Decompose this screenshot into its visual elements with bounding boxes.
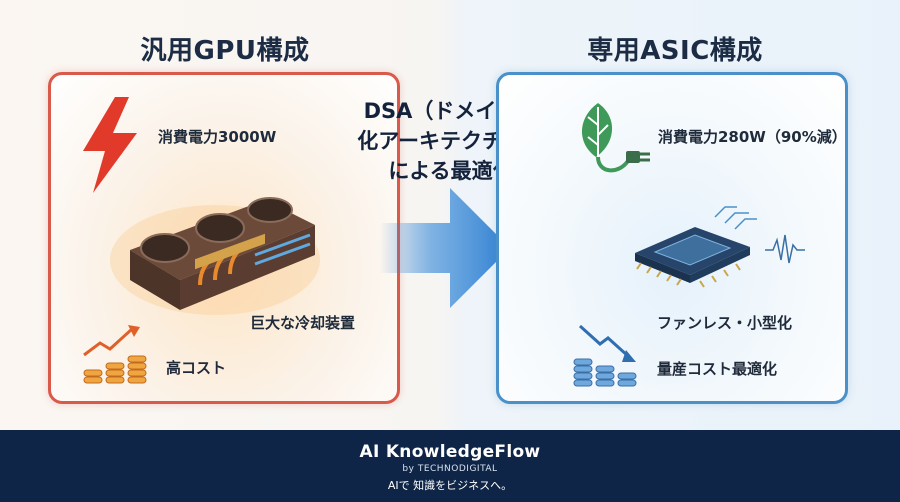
gpu-card-icon xyxy=(110,197,320,315)
dsa-caption-line3: による最適化 xyxy=(388,159,514,183)
chip-icon xyxy=(635,206,805,288)
asic-size-label: ファンレス・小型化 xyxy=(657,314,793,332)
gpu-section-heading: 汎用GPU構成 xyxy=(140,36,310,66)
footer-brand: AI KnowledgeFlow xyxy=(359,442,541,462)
gpu-cost-label: 高コスト xyxy=(166,359,227,377)
lightning-icon xyxy=(83,97,137,193)
falling-cost-icon xyxy=(573,324,637,387)
footer-byline: by TECHNODIGITAL xyxy=(402,464,498,474)
rising-cost-icon xyxy=(83,325,147,384)
transition-arrow-icon xyxy=(380,188,510,308)
asic-power-label: 消費電力280W（90%減） xyxy=(658,128,847,146)
gpu-cooling-label: 巨大な冷却装置 xyxy=(250,314,356,332)
asic-cost-label: 量産コスト最適化 xyxy=(657,360,778,378)
gpu-power-label: 消費電力3000W xyxy=(158,128,277,146)
footer-tagline: AIで 知識をビジネスへ。 xyxy=(387,479,513,492)
asic-section-heading: 専用ASIC構成 xyxy=(587,36,763,66)
leaf-plug-icon xyxy=(581,103,650,173)
footer-banner: AI KnowledgeFlow by TECHNODIGITAL AIで 知識… xyxy=(0,430,900,502)
